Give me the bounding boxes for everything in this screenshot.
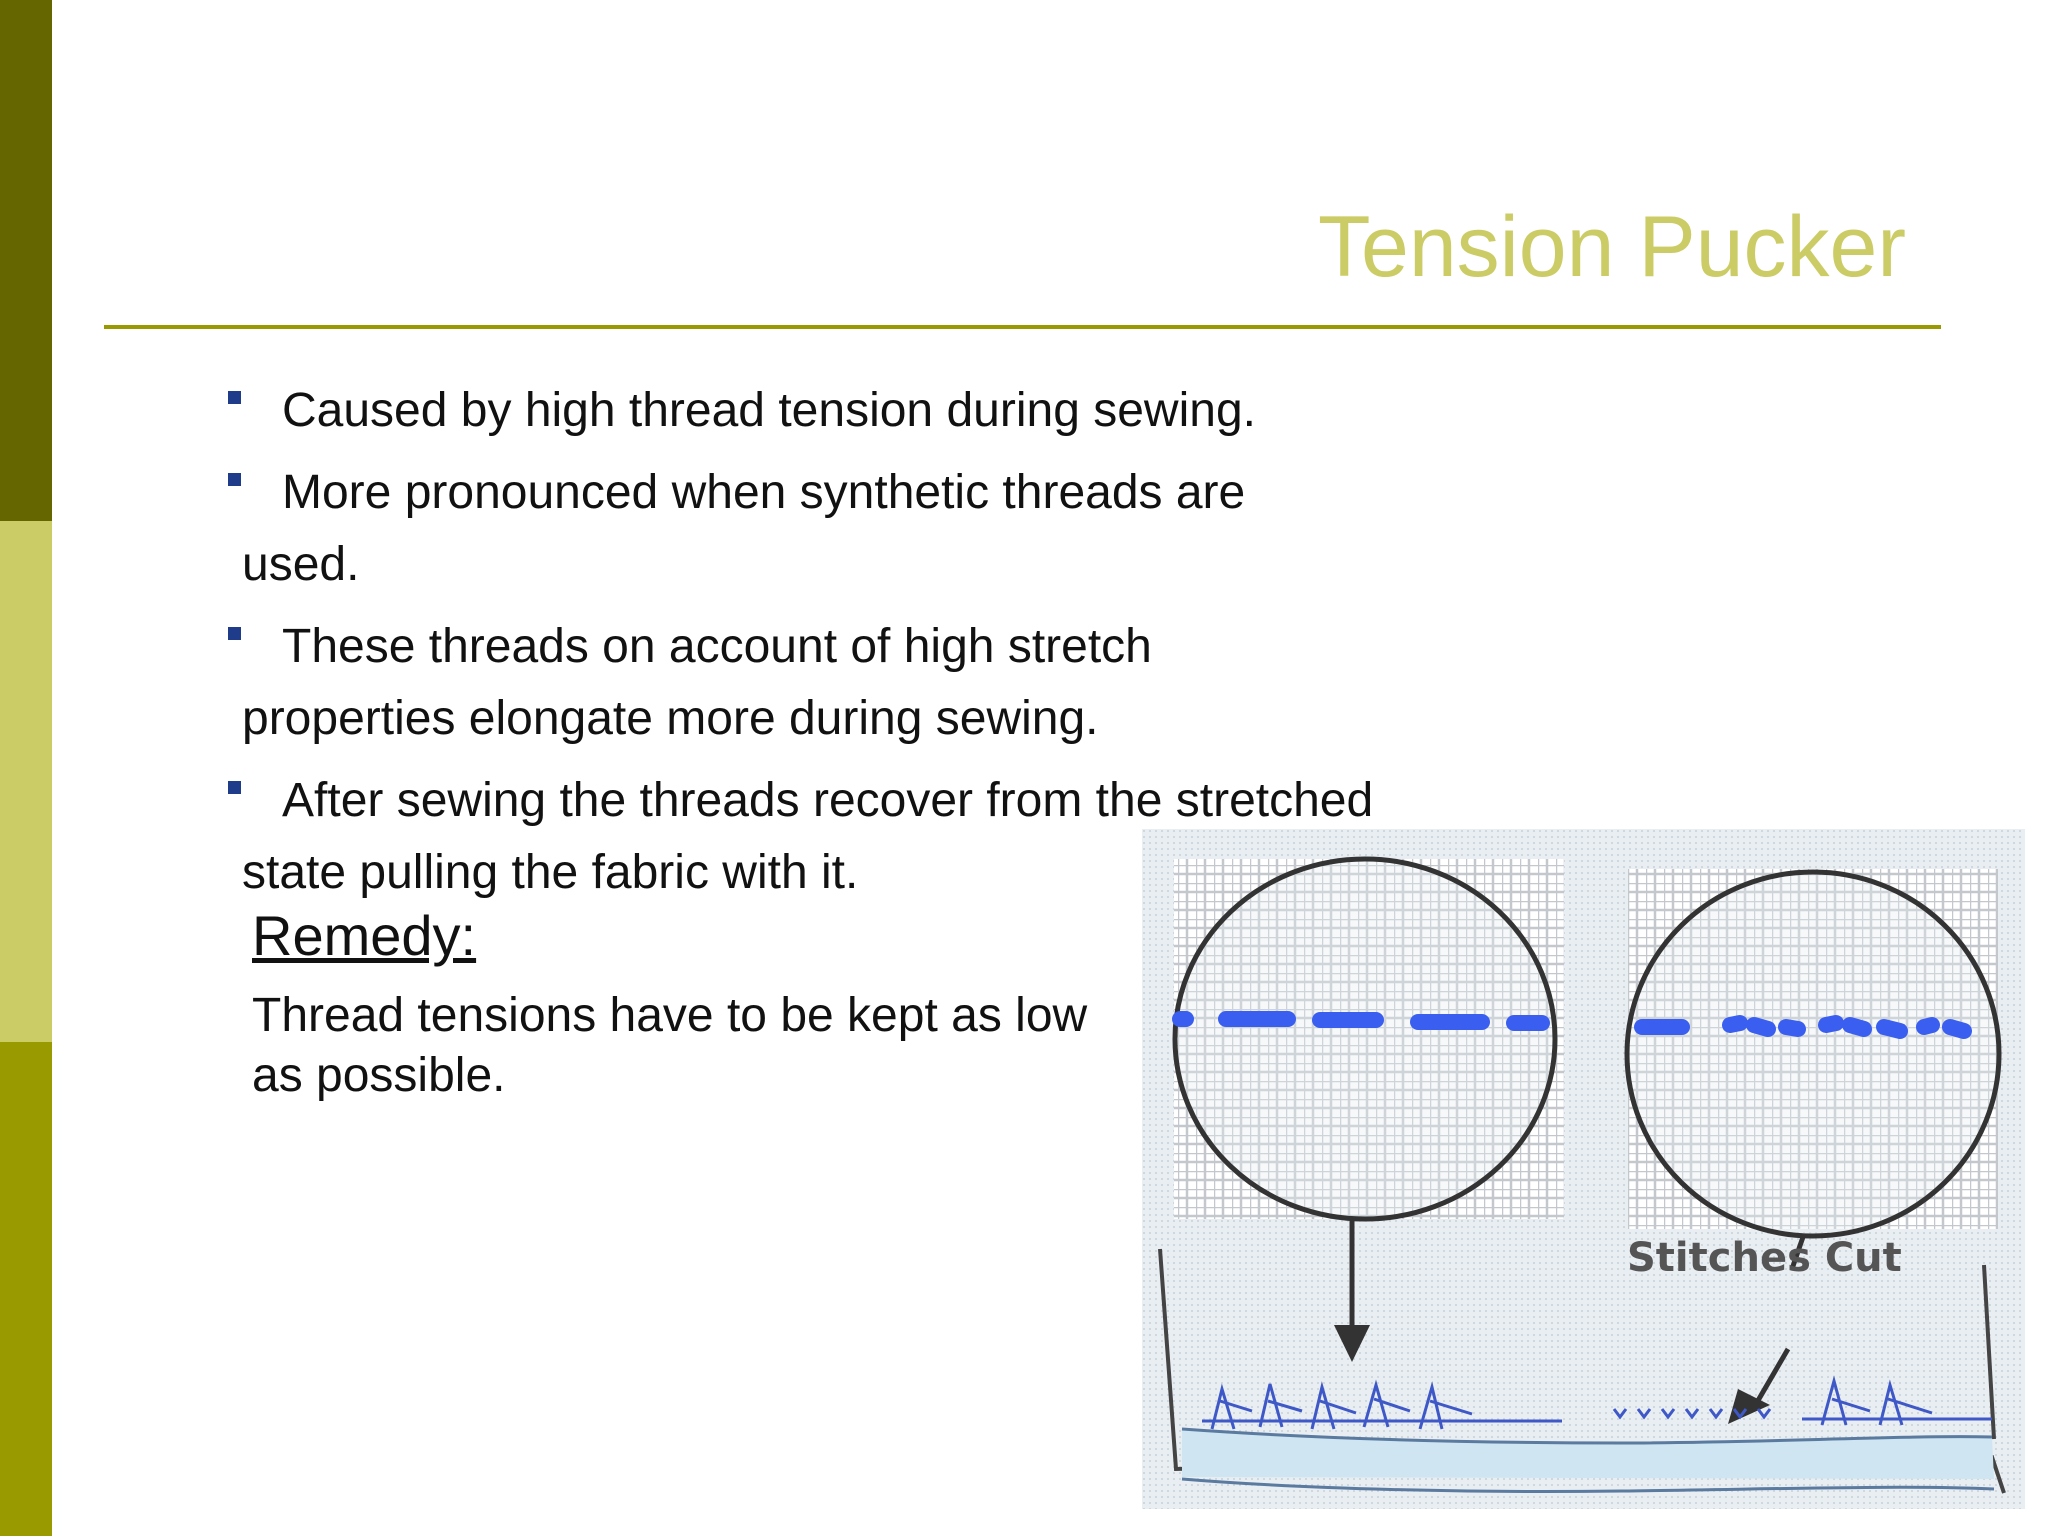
bullet-square-icon bbox=[228, 627, 241, 640]
title-divider bbox=[104, 325, 1941, 329]
stitch-line-icon bbox=[1634, 1015, 1972, 1039]
tension-pucker-diagram: Stitches Cut bbox=[1142, 829, 2025, 1509]
bullet-square-icon bbox=[228, 781, 241, 794]
bullet-text: More pronounced when synthetic threads a… bbox=[242, 466, 1246, 591]
sidebar-segment-top bbox=[0, 0, 52, 521]
bullet-item: Caused by high thread tension during sew… bbox=[224, 375, 1464, 447]
seam-stitches bbox=[1202, 1375, 1992, 1430]
bullet-item: More pronounced when synthetic threads a… bbox=[224, 457, 1464, 601]
remedy-text: Thread tensions have to be kept as low a… bbox=[252, 989, 1088, 1102]
bullet-item: After sewing the threads recover from th… bbox=[224, 765, 1464, 909]
fabric-grid-right bbox=[1628, 869, 1998, 1229]
sidebar-segment-bottom bbox=[0, 1042, 52, 1536]
sidebar-segment-middle bbox=[0, 521, 52, 1042]
fabric-grid-left bbox=[1174, 859, 1564, 1219]
bullet-list: Caused by high thread tension during sew… bbox=[224, 375, 1464, 919]
bullet-square-icon bbox=[228, 473, 241, 486]
bullet-text: Caused by high thread tension during sew… bbox=[282, 384, 1256, 437]
slide-title: Tension Pucker bbox=[1318, 199, 1906, 295]
bullet-text: These threads on account of high stretch… bbox=[242, 620, 1152, 745]
bullet-square-icon bbox=[228, 391, 241, 404]
remedy-heading: Remedy: bbox=[252, 904, 477, 967]
bullet-item: These threads on account of high stretch… bbox=[224, 611, 1464, 755]
arrow-down-icon bbox=[1334, 1219, 1370, 1362]
stitch-line-icon bbox=[1172, 1011, 1550, 1031]
magnifier-circle-icon bbox=[1624, 869, 2002, 1239]
stitches-cut-label: Stitches Cut bbox=[1627, 1235, 1902, 1281]
magnifier-circle-icon bbox=[1172, 856, 1558, 1222]
bullet-text: After sewing the threads recover from th… bbox=[242, 774, 1374, 899]
